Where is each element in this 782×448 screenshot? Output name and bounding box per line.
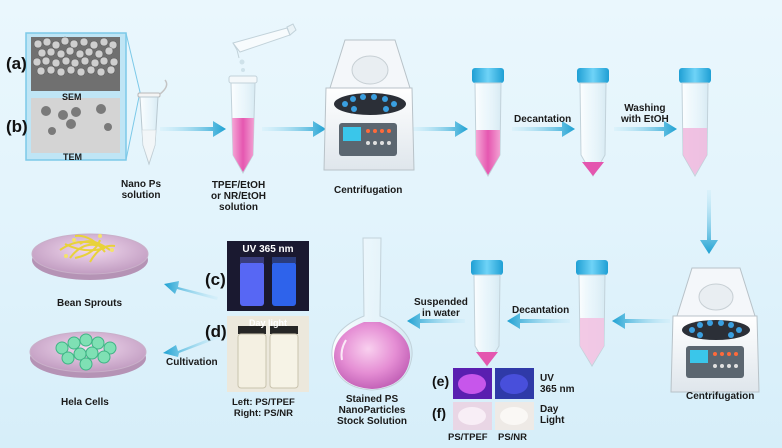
hela-cells-label: Hela Cells: [61, 397, 109, 408]
arrow-decantation-top: [512, 121, 575, 137]
flow-arrows: [160, 121, 718, 357]
arrow-2: [262, 121, 326, 137]
centrifuge-bottom: [670, 267, 760, 393]
arrow-3: [412, 121, 468, 137]
powder-uv-label: UV 365 nm: [540, 373, 575, 395]
hela-cells-dish: [29, 331, 147, 378]
falcon-tube-5: [471, 260, 503, 367]
uv-title: UV 365 nm: [242, 244, 294, 255]
centrifugation-top-label: Centrifugation: [334, 185, 403, 196]
daylight-vial-photo: [227, 316, 309, 392]
arrow-down: [700, 190, 718, 254]
centrifugation-bottom-label: Centrifugation: [686, 391, 755, 402]
panel-tag-b: (b): [6, 117, 28, 136]
pink-tube-pipette: [228, 23, 297, 175]
panel-tag-f: (f): [432, 405, 446, 421]
tem-label: TEM: [63, 152, 82, 162]
falcon-tube-3: [679, 68, 711, 178]
decantation-bottom-label: Decantation: [512, 305, 570, 316]
panel-tag-d: (d): [205, 322, 227, 341]
falcon-tube-1: [472, 68, 504, 178]
arrow-to-sprouts: [164, 281, 218, 300]
decantation-top-label: Decantation: [514, 114, 572, 125]
tpef-solution-label: TPEF/EtOH or NR/EtOH solution: [211, 180, 266, 213]
arrow-suspended: [407, 313, 465, 329]
arrow-decantation-bottom: [507, 313, 570, 329]
panel-tag-c: (c): [205, 270, 226, 289]
arrow-left-1: [612, 313, 670, 329]
bean-sprouts-label: Bean Sprouts: [57, 298, 123, 309]
nano-ps-label: Nano Ps solution: [121, 179, 162, 201]
panel-tag-a: (a): [6, 54, 27, 73]
vial-caption: Left: PS/TPEF Right: PS/NR: [232, 397, 295, 419]
cultivation-label: Cultivation: [166, 357, 218, 368]
washing-label: Washing with EtOH: [621, 103, 669, 125]
powder-right-caption: PS/NR: [498, 432, 528, 443]
falcon-tube-2: [577, 68, 609, 178]
bean-sprouts-dish: [31, 233, 149, 280]
arrow-washing: [614, 121, 677, 137]
stock-solution-label: Stained PS NanoParticles Stock Solution: [337, 394, 407, 427]
arrow-1: [160, 121, 226, 137]
panel-tag-e: (e): [432, 373, 450, 389]
powder-photos: [453, 368, 534, 430]
eppendorf-tube: [137, 79, 168, 166]
powder-day-label: Day Light: [540, 404, 565, 426]
sem-label: SEM: [62, 92, 82, 102]
powder-left-caption: PS/TPEF: [448, 432, 488, 443]
falcon-tube-4: [576, 260, 608, 367]
uv-vial-photo: [227, 241, 309, 311]
daylight-title: Day light: [248, 318, 287, 328]
centrifuge-top: [323, 39, 415, 171]
suspended-label: Suspended in water: [414, 297, 468, 319]
stock-flask: [331, 237, 413, 391]
arrow-to-cells: [163, 335, 219, 357]
microscopy-frame: [25, 32, 141, 161]
